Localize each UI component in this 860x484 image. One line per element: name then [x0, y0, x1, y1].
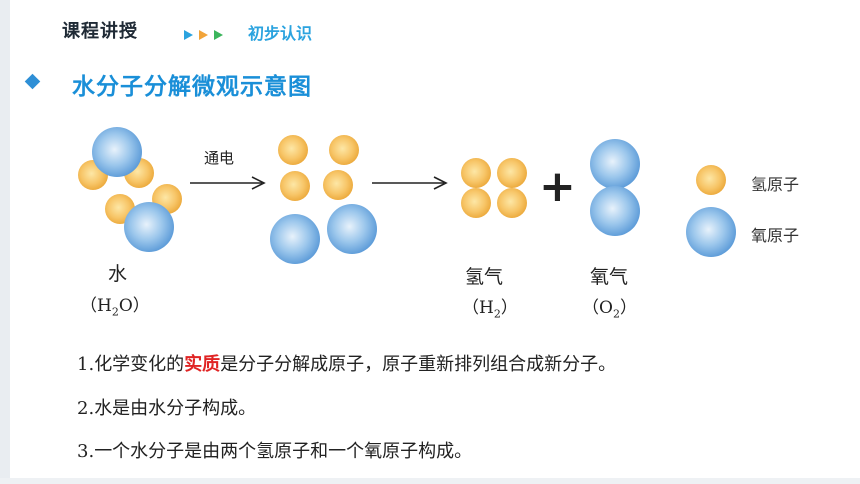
reaction-condition-label: 通电: [204, 149, 235, 167]
reaction-arrow-icon: [190, 176, 266, 190]
statement-number: 3.: [77, 441, 95, 462]
highlight-text: 实质: [184, 354, 221, 375]
statement-2: 2.水是由水分子构成。: [77, 398, 257, 419]
oxygen-atom: [92, 127, 142, 177]
header-subtitle: 初步认识: [248, 24, 313, 43]
oxygen-atom: [327, 204, 377, 254]
bottom-decor-bar: [0, 478, 860, 484]
legend-oxygen-label: 氧原子: [751, 226, 800, 245]
water-name: 水: [108, 263, 128, 285]
left-decor-bar: [0, 0, 10, 484]
statement-number: 1.: [77, 354, 95, 375]
hydrogen-atom: [278, 135, 308, 165]
oxygen-atom: [124, 202, 174, 252]
statement-3: 3.一个水分子是由两个氢原子和一个氧原子构成。: [77, 441, 473, 462]
triangle-arrow-icon: [184, 30, 193, 40]
hydrogen-gas-name: 氢气: [465, 266, 504, 288]
oxygen-gas-name: 氧气: [590, 266, 629, 288]
hydrogen-gas-formula: （H2）: [462, 298, 518, 321]
plus-sign: +: [539, 161, 576, 212]
statement-number: 2.: [77, 398, 95, 419]
oxygen-atom: [590, 139, 640, 189]
oxygen-atom-legend: [686, 207, 736, 257]
header-title: 课程讲授: [62, 21, 138, 42]
hydrogen-atom: [461, 188, 491, 218]
oxygen-atom: [590, 186, 640, 236]
section-title: 水分子分解微观示意图: [72, 74, 312, 100]
hydrogen-atom: [497, 158, 527, 188]
hydrogen-atom: [329, 135, 359, 165]
oxygen-atom: [270, 214, 320, 264]
hydrogen-atom: [280, 171, 310, 201]
hydrogen-atom-legend: [696, 165, 726, 195]
hydrogen-atom: [497, 188, 527, 218]
legend-hydrogen-label: 氢原子: [751, 175, 800, 194]
triangle-arrow-icon: [214, 30, 223, 40]
diamond-bullet-icon: [24, 73, 41, 90]
statement-1: 1.化学变化的实质是分子分解成原子，原子重新排列组合成新分子。: [77, 354, 617, 375]
hydrogen-atom: [323, 170, 353, 200]
triangle-arrow-icon: [199, 30, 208, 40]
oxygen-gas-formula: （O2）: [582, 298, 637, 321]
water-formula: （H2O）: [80, 296, 150, 319]
hydrogen-atom: [461, 158, 491, 188]
reaction-arrow-icon: [372, 176, 448, 190]
header-arrows-icon: [184, 30, 223, 40]
